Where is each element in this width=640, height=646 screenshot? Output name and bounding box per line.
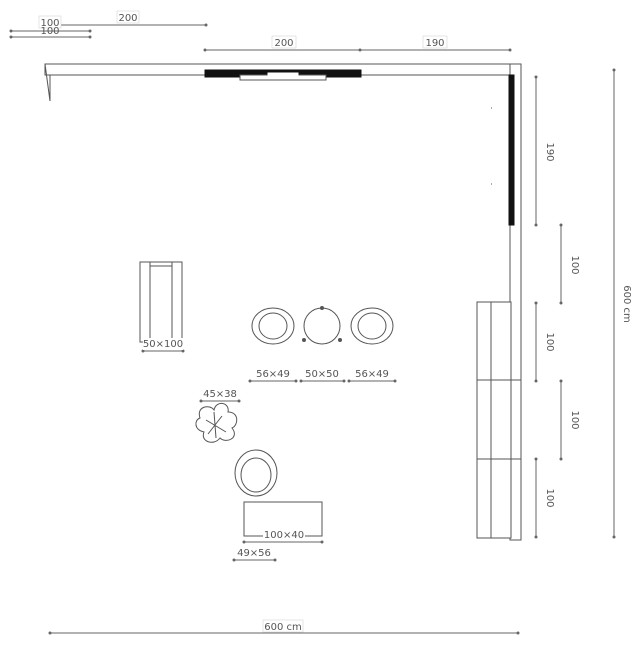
label-top-left-a: 100 xyxy=(40,18,59,29)
label-top-wall-left: 200 xyxy=(274,38,293,49)
label-plant: 45×38 xyxy=(203,389,237,400)
chair-left xyxy=(251,307,295,345)
top-wall xyxy=(44,63,514,102)
label-chair-right: 56×49 xyxy=(355,369,389,380)
label-chair-bottom: 49×56 xyxy=(237,548,271,559)
chair-bottom xyxy=(234,449,278,497)
label-top-wall-right: 190 xyxy=(425,38,444,49)
stool xyxy=(303,307,341,345)
label-right-2: 100 xyxy=(569,255,580,274)
label-right-5: 100 xyxy=(544,488,555,507)
label-stool: 50×50 xyxy=(305,369,339,380)
label-top-left-c: 200 xyxy=(118,13,137,24)
chair-right xyxy=(350,307,394,345)
bench xyxy=(139,261,183,343)
label-total-width: 600 cm xyxy=(264,622,302,633)
plant xyxy=(195,403,238,443)
label-top-left-b: 100 xyxy=(40,26,59,37)
label-right-1: 190 xyxy=(544,142,555,161)
label-right-3: 100 xyxy=(544,332,555,351)
label-total-height: 600 cm xyxy=(621,285,632,323)
label-bench: 50×100 xyxy=(143,339,183,350)
label-table: 100×40 xyxy=(264,530,304,541)
label-chair-left: 56×49 xyxy=(256,369,290,380)
label-right-4: 100 xyxy=(569,410,580,429)
wall-cabinets xyxy=(476,301,521,539)
